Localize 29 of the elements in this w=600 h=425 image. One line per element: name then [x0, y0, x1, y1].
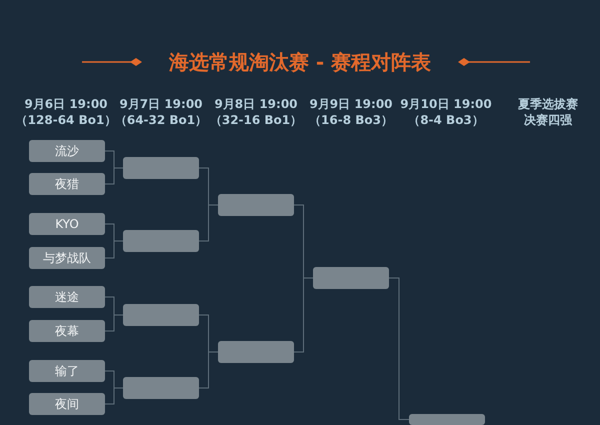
round-header: 夏季选拔赛决赛四强	[517, 96, 579, 128]
empty-slot-box	[218, 194, 294, 216]
team-box: 与梦战队	[29, 247, 105, 269]
title: 海选常规淘汰赛 - 赛程对阵表	[168, 49, 432, 76]
empty-slot-box	[123, 230, 199, 252]
team-box: 夜猎	[29, 173, 105, 195]
bracket-line	[294, 278, 314, 352]
empty-slot-box	[218, 341, 294, 363]
round-header: 9月9日 19:00 （16-8 Bo3）	[308, 96, 394, 128]
empty-slot-box	[123, 377, 199, 399]
empty-slot-box	[123, 304, 199, 326]
empty-slot-box	[409, 414, 485, 425]
round-header: 9月8日 19:00 （32-16 Bo1）	[208, 96, 304, 128]
bracket-line	[104, 240, 124, 258]
bracket-line	[104, 388, 124, 404]
team-box: 夜间	[29, 393, 105, 415]
team-box: 流沙	[29, 140, 105, 162]
team-box: 迷途	[29, 286, 105, 308]
empty-slot-box	[313, 267, 389, 289]
bracket-line	[388, 278, 410, 420]
bracket-line	[104, 314, 124, 332]
bracket-line	[104, 168, 124, 184]
team-box: KYO	[29, 213, 105, 235]
bracket-line	[198, 204, 218, 242]
team-box: 夜幕	[29, 320, 105, 342]
empty-slot-box	[123, 157, 199, 179]
team-box: 输了	[29, 360, 105, 382]
round-header: 9月10日 19:00 （8-4 Bo3）	[399, 96, 493, 128]
bracket-line	[198, 352, 218, 388]
